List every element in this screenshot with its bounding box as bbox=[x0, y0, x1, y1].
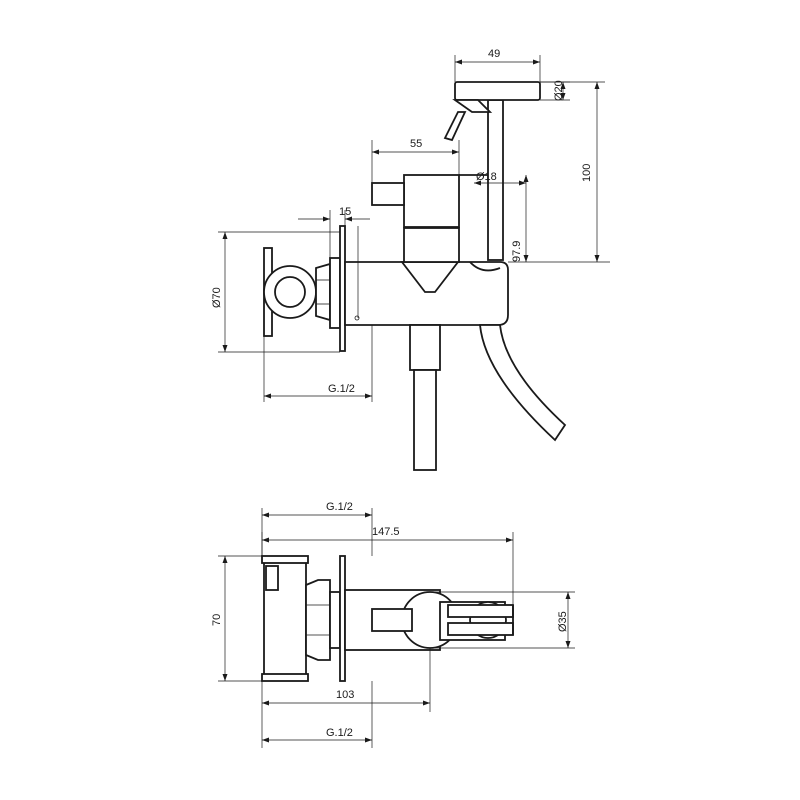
flexible-hose bbox=[479, 324, 567, 442]
side-view bbox=[263, 81, 567, 471]
dim-diameter-35: Ø35 bbox=[557, 611, 569, 632]
valve-cartridge bbox=[371, 174, 488, 293]
dim-55: 55 bbox=[410, 138, 422, 150]
top-body bbox=[344, 589, 514, 651]
wall-bracket bbox=[263, 247, 317, 337]
hex-nut bbox=[315, 225, 346, 352]
dim-diameter-70: Ø70 bbox=[211, 287, 223, 308]
dim-147-5: 147.5 bbox=[372, 526, 400, 538]
mounting-block bbox=[261, 555, 309, 682]
top-view bbox=[261, 555, 514, 682]
dim-15: 15 bbox=[339, 206, 351, 218]
top-hex-nut bbox=[305, 555, 346, 682]
dim-97-9: 97.9 bbox=[511, 241, 523, 262]
top-view-dimensions: G.1/2 147.5 70 Ø35 103 G.1/2 bbox=[211, 501, 575, 748]
dim-103: 103 bbox=[336, 689, 354, 701]
dim-thread-top: G.1/2 bbox=[326, 501, 353, 513]
dim-diameter-20: Ø20 bbox=[553, 80, 565, 101]
dim-49: 49 bbox=[488, 48, 500, 60]
dim-70: 70 bbox=[211, 614, 223, 626]
side-view-dimensions: 49 Ø20 100 55 Ø18 97.9 15 Ø70 bbox=[211, 48, 610, 402]
hand-shower bbox=[443, 81, 541, 261]
lower-pipe bbox=[409, 324, 441, 471]
dim-thread-bottom: G.1/2 bbox=[326, 727, 353, 739]
dim-100: 100 bbox=[581, 164, 593, 182]
dim-thread-side: G.1/2 bbox=[328, 383, 355, 395]
dim-diameter-18: Ø18 bbox=[476, 171, 497, 183]
marker-dot bbox=[354, 315, 360, 321]
